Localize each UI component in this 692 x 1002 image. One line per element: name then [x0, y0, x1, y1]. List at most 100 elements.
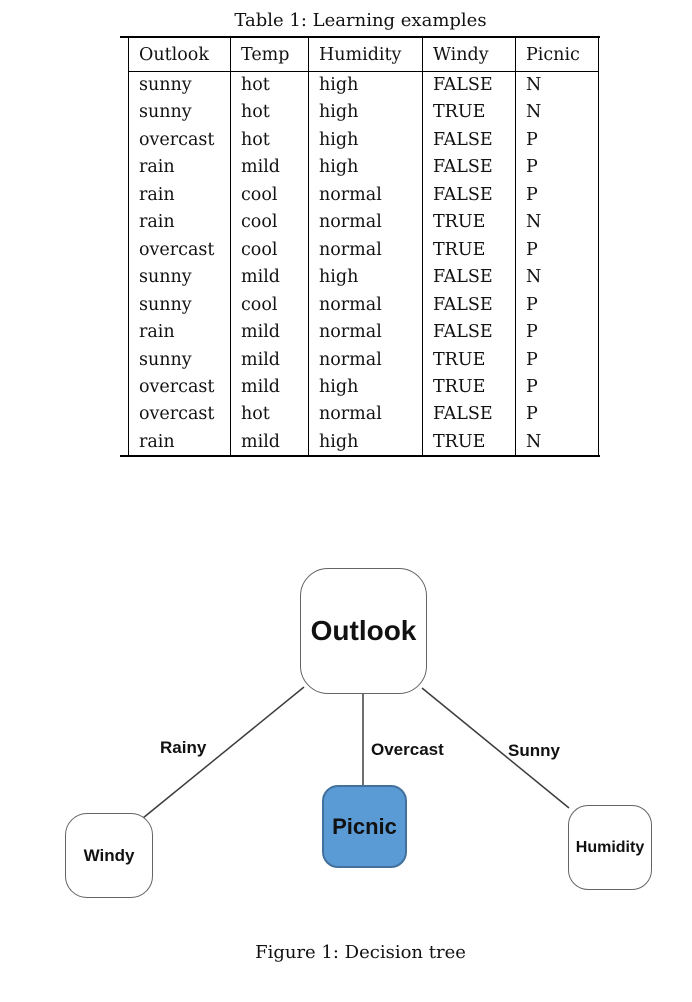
table-cell: P: [515, 319, 599, 347]
table-cell: TRUE: [422, 373, 516, 402]
table-cell: FALSE: [422, 71, 516, 100]
table-cell: sunny: [128, 291, 231, 320]
table-cell: hot: [230, 126, 309, 155]
node-picnic-label: Picnic: [332, 813, 397, 839]
edge-label-overcast: Overcast: [371, 740, 444, 759]
table-cell: TRUE: [422, 209, 516, 237]
table-cell: rain: [128, 181, 231, 210]
table-cell: mild: [230, 264, 309, 292]
table-cell: FALSE: [422, 264, 516, 292]
table-cell: TRUE: [422, 99, 516, 127]
table-cell: N: [515, 209, 599, 237]
table-cell: P: [515, 126, 599, 155]
table-cell: N: [515, 99, 599, 127]
table-cell: hot: [230, 99, 309, 127]
table-cell: high: [308, 154, 423, 182]
table-cell: FALSE: [422, 126, 516, 155]
table-cell: N: [515, 264, 599, 292]
node-outlook: Outlook: [300, 568, 427, 694]
table-cell: normal: [308, 181, 423, 210]
table-cell: overcast: [128, 236, 231, 265]
table-cell: normal: [308, 209, 423, 237]
table-cell: TRUE: [422, 428, 516, 457]
table-cell: normal: [308, 319, 423, 347]
table-cell: high: [308, 99, 423, 127]
table-cell: FALSE: [422, 319, 516, 347]
table-cell: overcast: [128, 126, 231, 155]
table-cell: hot: [230, 71, 309, 100]
table-top-rule: [120, 36, 600, 38]
table-cell: normal: [308, 291, 423, 320]
table-cell: mild: [230, 154, 309, 182]
figure-caption: Figure 1: Decision tree: [255, 942, 466, 963]
table-caption: Table 1: Learning examples: [234, 10, 487, 31]
column-header: Windy: [422, 38, 516, 72]
table-cell: high: [308, 264, 423, 292]
node-outlook-label: Outlook: [310, 615, 417, 646]
table-cell: hot: [230, 401, 309, 429]
table-cell: N: [515, 71, 599, 100]
column-header: Outlook: [128, 38, 231, 72]
table-cell: FALSE: [422, 291, 516, 320]
table-cell: high: [308, 373, 423, 402]
table-cell: sunny: [128, 71, 231, 100]
node-picnic: Picnic: [322, 785, 407, 868]
edge-label-sunny: Sunny: [508, 741, 560, 760]
table-cell: FALSE: [422, 154, 516, 182]
table-cell: P: [515, 181, 599, 210]
table-cell: TRUE: [422, 346, 516, 374]
column-header: Temp: [230, 38, 309, 72]
table-cell: mild: [230, 319, 309, 347]
node-humidity: Humidity: [568, 805, 652, 890]
table-cell: mild: [230, 428, 309, 457]
table-cell: P: [515, 401, 599, 429]
table-cell: sunny: [128, 346, 231, 374]
table-cell: FALSE: [422, 181, 516, 210]
table-cell: P: [515, 373, 599, 402]
table-cell: cool: [230, 209, 309, 237]
table-cell: overcast: [128, 401, 231, 429]
table-cell: P: [515, 236, 599, 265]
table-cell: rain: [128, 209, 231, 237]
column-header: Picnic: [515, 38, 599, 72]
node-humidity-label: Humidity: [575, 838, 645, 856]
node-windy: Windy: [65, 813, 153, 898]
table-cell: high: [308, 428, 423, 457]
table-cell: P: [515, 346, 599, 374]
table-cell: FALSE: [422, 401, 516, 429]
column-header: Humidity: [308, 38, 423, 72]
table-cell: sunny: [128, 99, 231, 127]
table-cell: P: [515, 154, 599, 182]
table-cell: rain: [128, 428, 231, 457]
table-cell: N: [515, 428, 599, 457]
table-cell: overcast: [128, 373, 231, 402]
edge-label-rainy: Rainy: [160, 738, 207, 757]
table-cell: cool: [230, 181, 309, 210]
table-cell: P: [515, 291, 599, 320]
table-cell: mild: [230, 346, 309, 374]
table-cell: mild: [230, 373, 309, 402]
table-cell: cool: [230, 291, 309, 320]
table-cell: cool: [230, 236, 309, 265]
table-cell: rain: [128, 154, 231, 182]
table-cell: normal: [308, 401, 423, 429]
table-cell: sunny: [128, 264, 231, 292]
table-cell: rain: [128, 319, 231, 347]
